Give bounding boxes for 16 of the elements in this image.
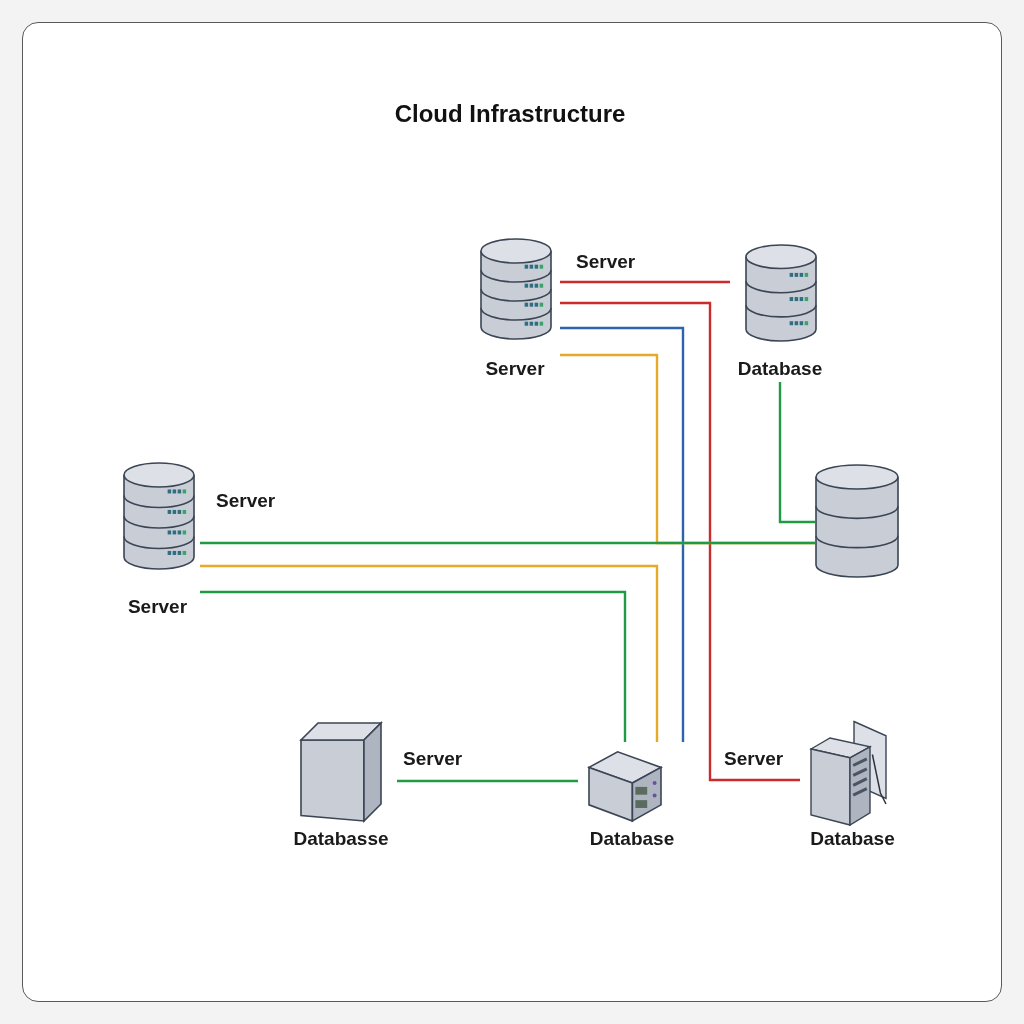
- cylinder-node: [815, 464, 899, 578]
- connector-line: [778, 382, 815, 524]
- node-caption: Database: [736, 358, 824, 380]
- connector-line: [200, 564, 659, 742]
- node-caption: Databasse: [292, 828, 390, 850]
- connector-line: [200, 541, 815, 545]
- node-caption: Server: [484, 358, 546, 380]
- node-caption: Server: [126, 596, 189, 618]
- connector-line: [200, 590, 627, 742]
- node-caption: Database: [588, 828, 676, 850]
- connector-line: [397, 779, 578, 783]
- connector-line: [560, 301, 800, 782]
- connector-line: [560, 280, 730, 284]
- diagram-title: Cloud Infrastructure: [393, 100, 627, 128]
- connector-line: [560, 326, 685, 742]
- node-caption: Database: [809, 828, 896, 850]
